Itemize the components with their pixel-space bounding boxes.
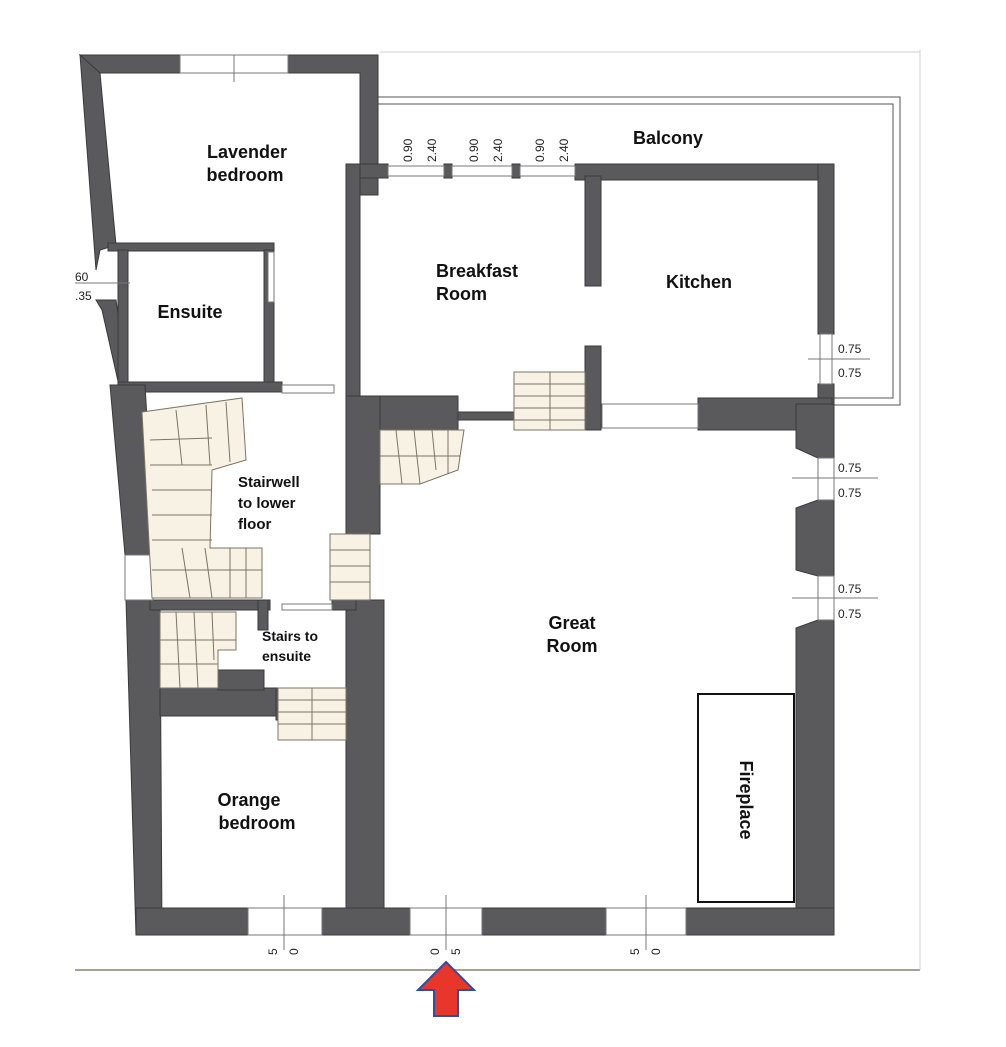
entrance-arrow-icon <box>415 960 477 1017</box>
stairwell-side-steps <box>329 533 371 601</box>
dim-balcony-1a: 0.90 <box>401 138 415 162</box>
dim-bottom-1b: 0 <box>287 948 301 955</box>
kitchen-label: Kitchen <box>666 272 732 292</box>
dim-bottom-3b: 0 <box>649 948 663 955</box>
windows <box>75 54 878 950</box>
balcony-label: Balcony <box>633 128 703 148</box>
dim-balcony-2a: 0.90 <box>467 138 481 162</box>
wall-bottom-3 <box>481 907 611 936</box>
stairs <box>141 371 586 741</box>
wall-great-right-3 <box>795 619 835 936</box>
fireplace-box <box>697 693 795 903</box>
stairwell-label-1: Stairwell <box>238 474 300 491</box>
room-labels: Lavender bedroom Ensuite Balcony Breakfa… <box>157 128 756 840</box>
wall-lavender-left <box>79 53 117 271</box>
wall-bottom-2 <box>321 907 415 936</box>
dim-kitchen-window-a: 0.75 <box>838 342 862 356</box>
dim-bottom-3a: 5 <box>628 948 642 955</box>
dim-left-window-b: .35 <box>75 289 92 303</box>
great-room-label-1: Great <box>548 613 595 633</box>
balcony-outline <box>378 96 901 406</box>
great-room-corner-stairs <box>379 429 465 485</box>
dim-balcony-2b: 2.40 <box>491 138 505 162</box>
wall-bottom-4 <box>685 907 835 936</box>
dim-balcony-3b: 2.40 <box>557 138 571 162</box>
stairwell-label-3: floor <box>238 516 271 533</box>
stairwell-label-2: to lower <box>238 495 296 512</box>
great-room-label-2: Room <box>547 636 598 656</box>
dim-left-window-a: 60 <box>75 270 89 284</box>
orange-label-1: Orange <box>217 790 280 810</box>
stairs-ensuite-label-1: Stairs to <box>262 628 318 644</box>
lavender-label-2: bedroom <box>206 165 283 185</box>
dim-balcony-1b: 2.40 <box>425 138 439 162</box>
lavender-label-1: Lavender <box>207 142 287 162</box>
dimension-labels: 0.90 2.40 0.90 2.40 0.90 2.40 60 .35 0.7… <box>75 138 862 955</box>
wall-great-right-2 <box>795 499 835 577</box>
breakfast-label-1: Breakfast <box>436 261 518 281</box>
dim-balcony-3a: 0.90 <box>533 138 547 162</box>
dim-bottom-2a: 0 <box>428 948 442 955</box>
wall-great-right-1 <box>795 403 835 459</box>
breakfast-label-2: Room <box>436 284 487 304</box>
stairwell-lower-flight <box>141 397 263 599</box>
walls <box>78 53 835 936</box>
orange-label-2: bedroom <box>218 813 295 833</box>
dim-great-window2-b: 0.75 <box>838 607 862 621</box>
dim-bottom-1a: 5 <box>266 948 280 955</box>
dim-bottom-2b: 5 <box>449 948 463 955</box>
wall-left-lower <box>125 599 163 936</box>
dim-great-window1-a: 0.75 <box>838 461 862 475</box>
stairs-ensuite-label-2: ensuite <box>262 648 311 664</box>
sheet-frame <box>75 50 921 971</box>
fireplace-label: Fireplace <box>736 760 756 839</box>
dim-kitchen-window-b: 0.75 <box>838 366 862 380</box>
dim-great-window2-a: 0.75 <box>838 582 862 596</box>
ensuite-label: Ensuite <box>157 302 222 322</box>
dim-great-window1-b: 0.75 <box>838 486 862 500</box>
